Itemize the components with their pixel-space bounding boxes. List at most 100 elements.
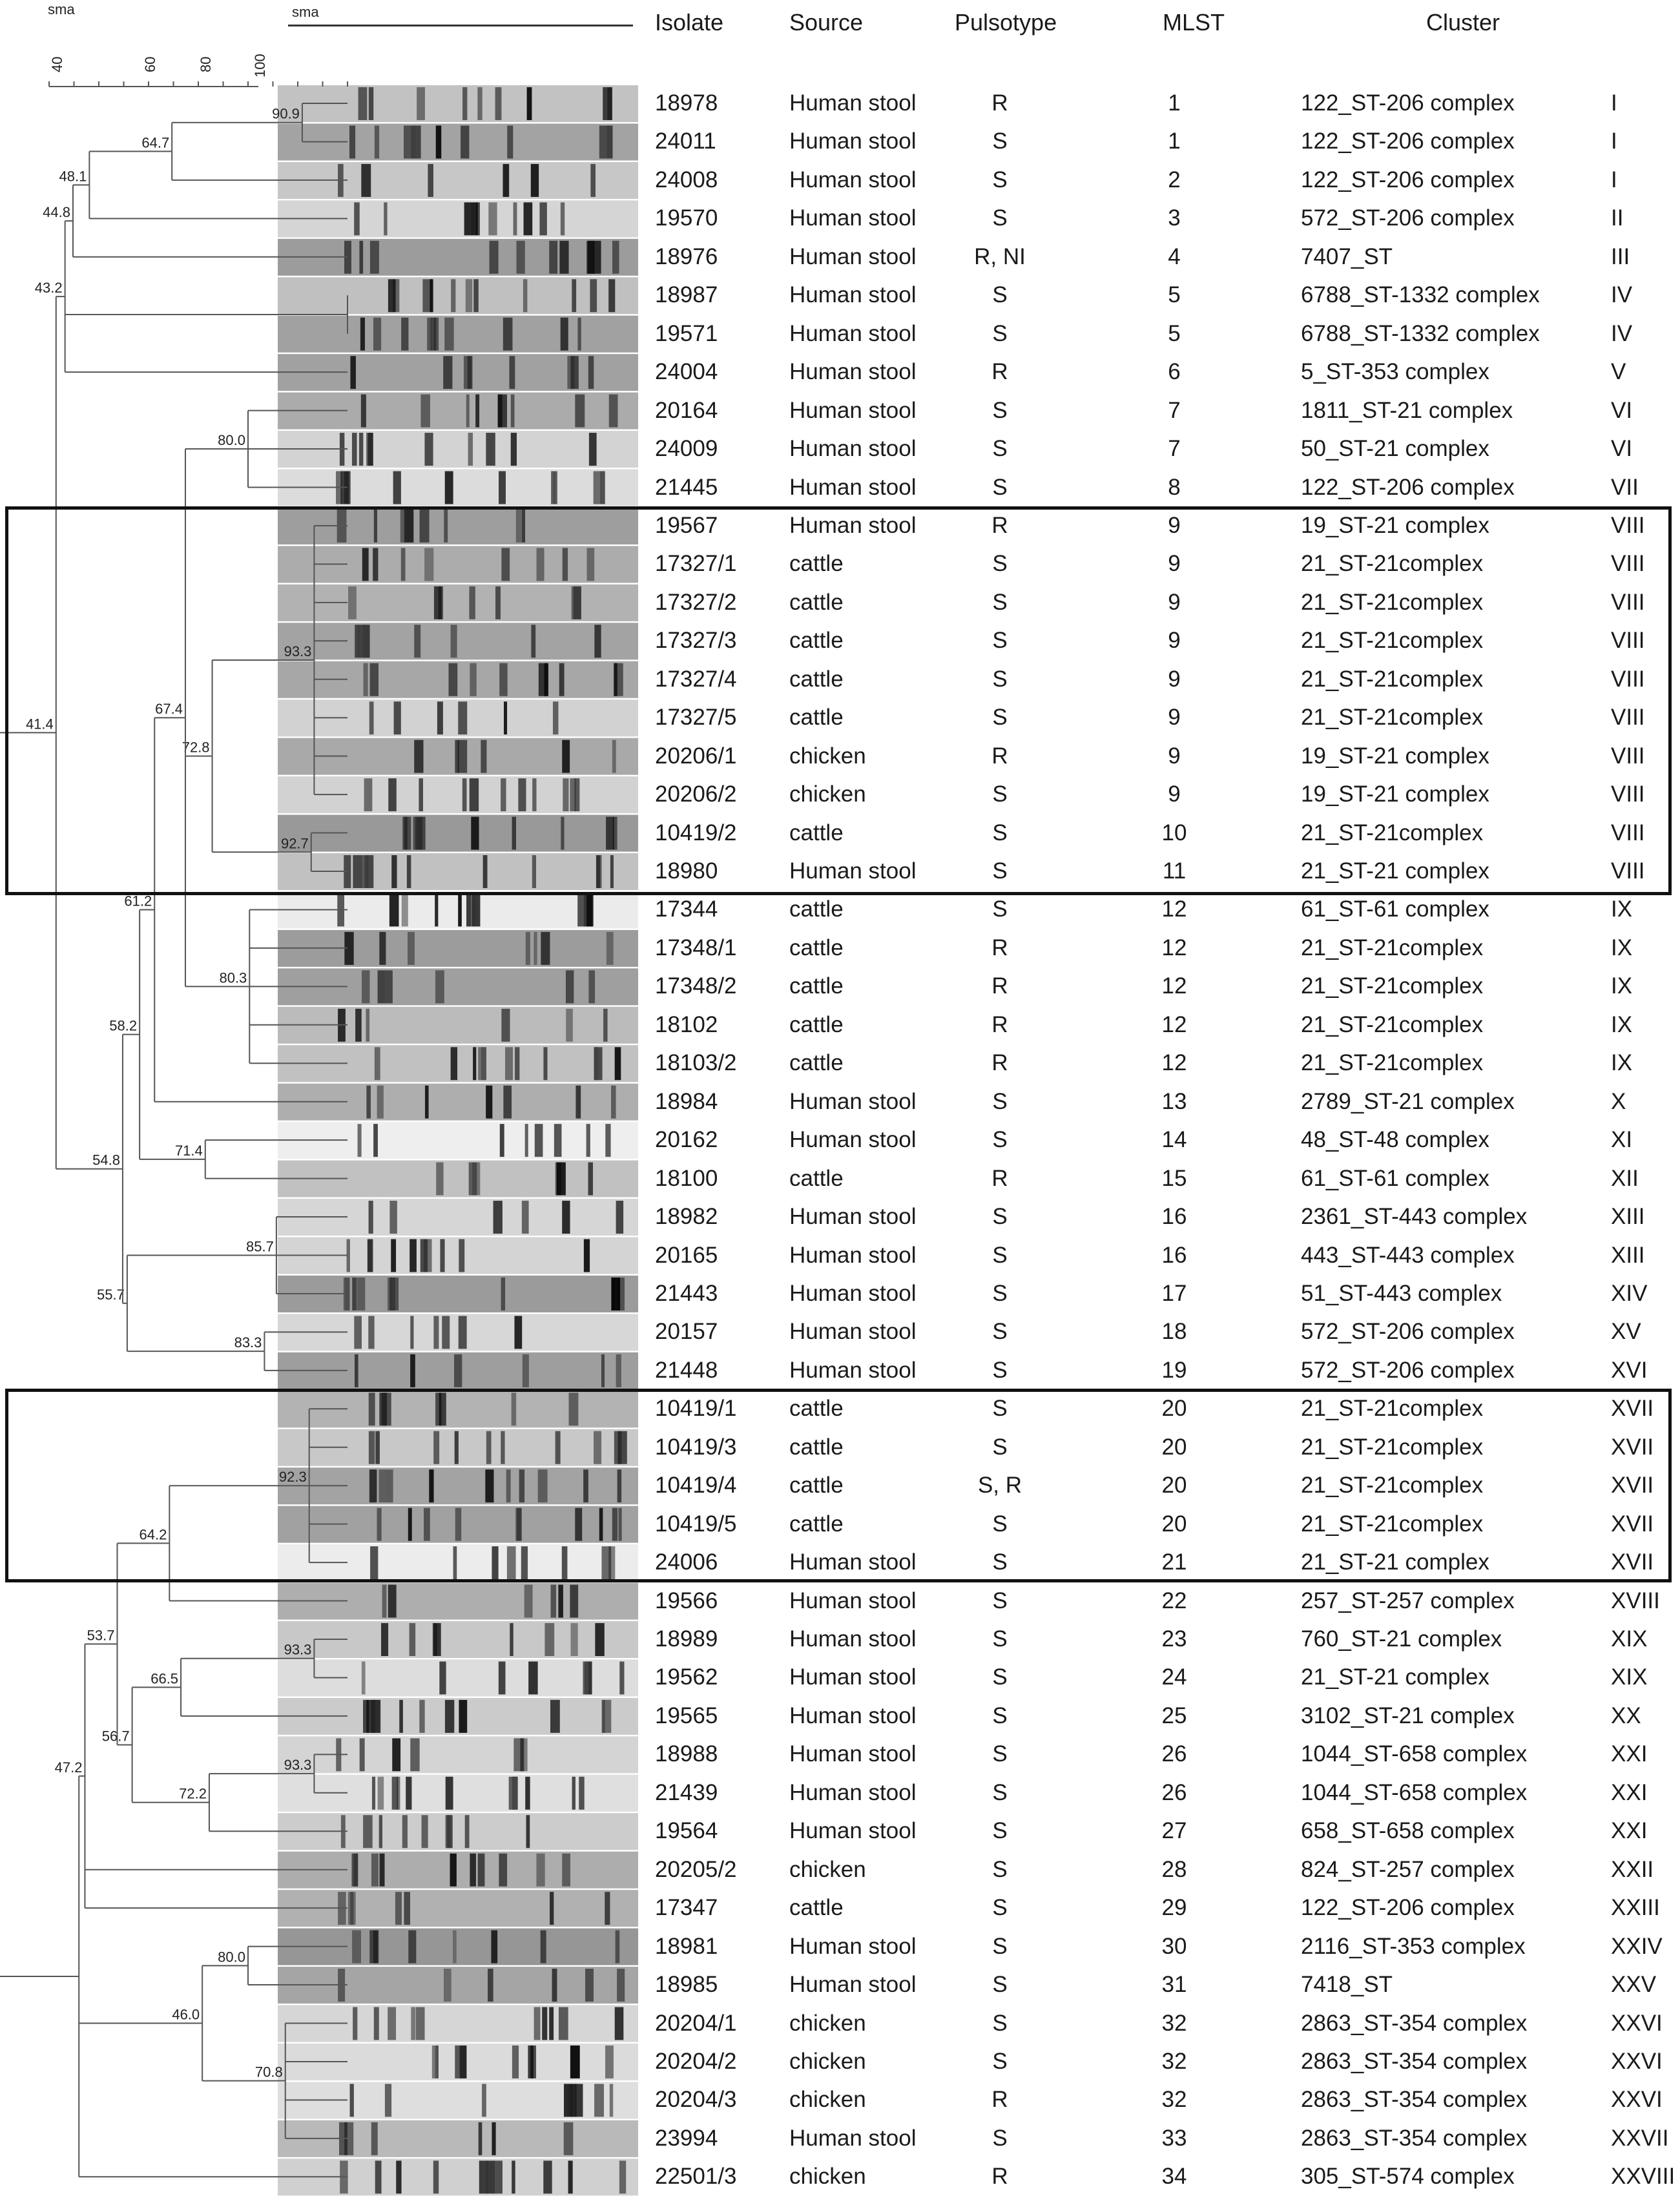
mlst-cell: 7 bbox=[1168, 436, 1181, 462]
isolate-cell: 17347 bbox=[655, 1895, 718, 1921]
pulsotype-cell: R bbox=[991, 359, 1008, 385]
highlight-box-cluster-xvii bbox=[5, 1389, 1672, 1582]
sequence-type-cell: 7407_ST bbox=[1301, 243, 1393, 269]
isolate-cell: 18984 bbox=[655, 1088, 718, 1114]
mlst-cell: 19 bbox=[1161, 1357, 1187, 1383]
header-mlst: MLST bbox=[1163, 9, 1225, 36]
sequence-type-cell: 2863_ST-354 complex bbox=[1301, 2010, 1528, 2036]
node-similarity-label: 55.7 bbox=[97, 1287, 125, 1303]
isolate-cell: 20204/3 bbox=[655, 2087, 737, 2113]
source-cell: cattle bbox=[789, 820, 844, 845]
cluster-cell: XXVII bbox=[1611, 2125, 1669, 2151]
sequence-type-cell: 21_ST-21 complex bbox=[1301, 858, 1489, 884]
sequence-type-cell: 122_ST-206 complex bbox=[1301, 167, 1515, 192]
node-similarity-label: 80.0 bbox=[218, 1949, 245, 1965]
source-cell: cattle bbox=[789, 1473, 844, 1498]
mlst-cell: 20 bbox=[1161, 1473, 1187, 1498]
cluster-cell: XXVI bbox=[1611, 2087, 1663, 2113]
source-cell: cattle bbox=[789, 1895, 844, 1921]
pulsotype-cell: S bbox=[992, 1242, 1008, 1268]
isolate-cell: 17327/1 bbox=[655, 551, 737, 577]
source-cell: Human stool bbox=[789, 436, 917, 462]
isolate-cell: 18989 bbox=[655, 1626, 718, 1652]
mlst-cell: 32 bbox=[1161, 2087, 1187, 2113]
isolate-cell: 18980 bbox=[655, 858, 718, 884]
node-similarity-label: 48.1 bbox=[59, 168, 87, 184]
sequence-type-cell: 21_ST-21complex bbox=[1301, 973, 1484, 999]
isolate-cell: 21445 bbox=[655, 474, 718, 500]
pulsotype-cell: S bbox=[992, 820, 1008, 845]
isolate-cell: 21439 bbox=[655, 1779, 718, 1805]
node-similarity-label: 66.5 bbox=[150, 1670, 178, 1686]
mlst-cell: 28 bbox=[1161, 1856, 1187, 1882]
pulsotype-cell: R bbox=[991, 973, 1008, 999]
cluster-cell: VIII bbox=[1611, 782, 1645, 807]
pulsotype-cell: S bbox=[992, 1741, 1008, 1767]
cluster-cell: XIII bbox=[1611, 1242, 1645, 1268]
pulsotype-cell: S bbox=[992, 1856, 1008, 1882]
cluster-cell: XXII bbox=[1611, 1856, 1654, 1882]
source-cell: chicken bbox=[789, 2010, 866, 2036]
source-cell: cattle bbox=[789, 666, 844, 692]
isolate-cell: 18103/2 bbox=[655, 1050, 737, 1076]
mlst-cell: 8 bbox=[1168, 474, 1181, 500]
sequence-type-cell: 21_ST-21complex bbox=[1301, 935, 1484, 960]
source-cell: Human stool bbox=[789, 1319, 917, 1345]
source-cell: cattle bbox=[789, 551, 844, 577]
cluster-cell: IV bbox=[1611, 320, 1633, 346]
sequence-type-cell: 122_ST-206 complex bbox=[1301, 129, 1515, 154]
pulsotype-cell: S bbox=[992, 589, 1008, 615]
pulsotype-cell: S bbox=[992, 1319, 1008, 1345]
pulsotype-cell: S bbox=[992, 1895, 1008, 1921]
source-cell: cattle bbox=[789, 935, 844, 960]
sequence-type-cell: 21_ST-21complex bbox=[1301, 1473, 1484, 1498]
mlst-cell: 9 bbox=[1168, 782, 1181, 807]
cluster-cell: VIII bbox=[1611, 820, 1645, 845]
mlst-cell: 18 bbox=[1161, 1319, 1187, 1345]
sequence-type-cell: 21_ST-21complex bbox=[1301, 666, 1484, 692]
sequence-type-cell: 6788_ST-1332 complex bbox=[1301, 320, 1540, 346]
highlight-box-cluster-viii bbox=[5, 506, 1672, 895]
pulsotype-cell: S bbox=[992, 1703, 1008, 1728]
mlst-cell: 17 bbox=[1161, 1280, 1187, 1306]
mlst-cell: 11 bbox=[1162, 858, 1187, 884]
pulsotype-cell: R bbox=[991, 1165, 1008, 1191]
gel-lane bbox=[278, 1391, 638, 1428]
sequence-type-cell: 6788_ST-1332 complex bbox=[1301, 282, 1540, 308]
sequence-type-cell: 2863_ST-354 complex bbox=[1301, 2048, 1528, 2074]
pulsotype-cell: S bbox=[992, 666, 1008, 692]
source-cell: Human stool bbox=[789, 2125, 917, 2151]
node-similarity-label: 46.0 bbox=[172, 2007, 200, 2023]
gel-scale-bar bbox=[288, 25, 633, 26]
mlst-cell: 1 bbox=[1168, 90, 1181, 116]
node-similarity-label: 70.8 bbox=[255, 2064, 283, 2080]
cluster-cell: XXVI bbox=[1611, 2010, 1663, 2036]
pulsotype-cell: S bbox=[992, 1280, 1008, 1306]
pulsotype-cell: S bbox=[992, 2010, 1008, 2036]
isolate-cell: 18988 bbox=[655, 1741, 718, 1767]
source-cell: cattle bbox=[789, 1050, 844, 1076]
source-cell: cattle bbox=[789, 628, 844, 654]
isolate-cell: 17327/4 bbox=[655, 666, 737, 692]
cluster-cell: XXVI bbox=[1611, 2048, 1663, 2074]
cluster-cell: XIV bbox=[1611, 1280, 1648, 1306]
isolate-cell: 10419/4 bbox=[655, 1473, 737, 1498]
sequence-type-cell: 21_ST-21complex bbox=[1301, 589, 1484, 615]
node-similarity-label: 58.2 bbox=[109, 1018, 137, 1034]
isolate-cell: 20164 bbox=[655, 397, 718, 423]
sequence-type-cell: 443_ST-443 complex bbox=[1301, 1242, 1515, 1268]
cluster-cell: VIII bbox=[1611, 551, 1645, 577]
pulsotype-cell: S bbox=[992, 1396, 1008, 1422]
mlst-cell: 9 bbox=[1168, 705, 1181, 730]
cluster-cell: VI bbox=[1611, 397, 1633, 423]
pulsotype-cell: S bbox=[992, 1088, 1008, 1114]
